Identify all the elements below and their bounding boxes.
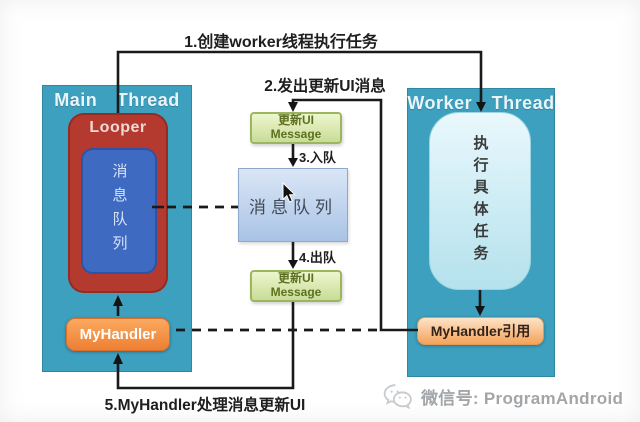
main-thread-title: Main Thread [54, 90, 180, 110]
worker-task-label: 执行具体任务 [471, 135, 489, 267]
main-message-queue-box: 消息队列 [81, 148, 157, 274]
update-ui-message-bottom-box: 更新UI Message [250, 270, 342, 302]
update-ui-message-top-line1: 更新UI [277, 113, 314, 128]
message-queue-center-box: 消息队列 [238, 168, 348, 242]
main-message-queue-label: 消息队列 [110, 163, 128, 259]
step4-dequeue-label: 4.出队 [299, 250, 336, 265]
myhandler-ref-box: MyHandler引用 [417, 317, 544, 345]
arrowhead-enqueue [288, 158, 298, 167]
worker-thread-title: Worker Thread [407, 93, 555, 113]
step5-label: 5.MyHandler处理消息更新UI [104, 397, 306, 414]
arrowhead-dequeue [288, 260, 298, 269]
update-ui-message-bottom-line1: 更新UI [277, 271, 314, 286]
arrowhead-send-message [288, 102, 298, 112]
wechat-icon [383, 384, 412, 410]
watermark-text: 微信号: ProgramAndroid [421, 389, 624, 408]
update-ui-message-bottom-line2: Message [270, 285, 322, 299]
step2-label: 2.发出更新UI消息 [264, 78, 386, 95]
myhandler-box: MyHandler [66, 318, 170, 351]
message-queue-center-label: 消息队列 [249, 197, 337, 217]
step1-label: 1.创建worker线程执行任务 [184, 34, 378, 51]
update-ui-message-top-line2: Message [270, 127, 322, 141]
update-ui-message-top-box: 更新UI Message [250, 112, 342, 144]
looper-box: Looper 消息队列 [68, 113, 168, 293]
worker-task-box: 执行具体任务 [429, 112, 531, 290]
watermark: 微信号: ProgramAndroid [383, 383, 623, 410]
looper-title: Looper [89, 119, 147, 136]
step3-enqueue-label: 3.入队 [299, 150, 336, 165]
